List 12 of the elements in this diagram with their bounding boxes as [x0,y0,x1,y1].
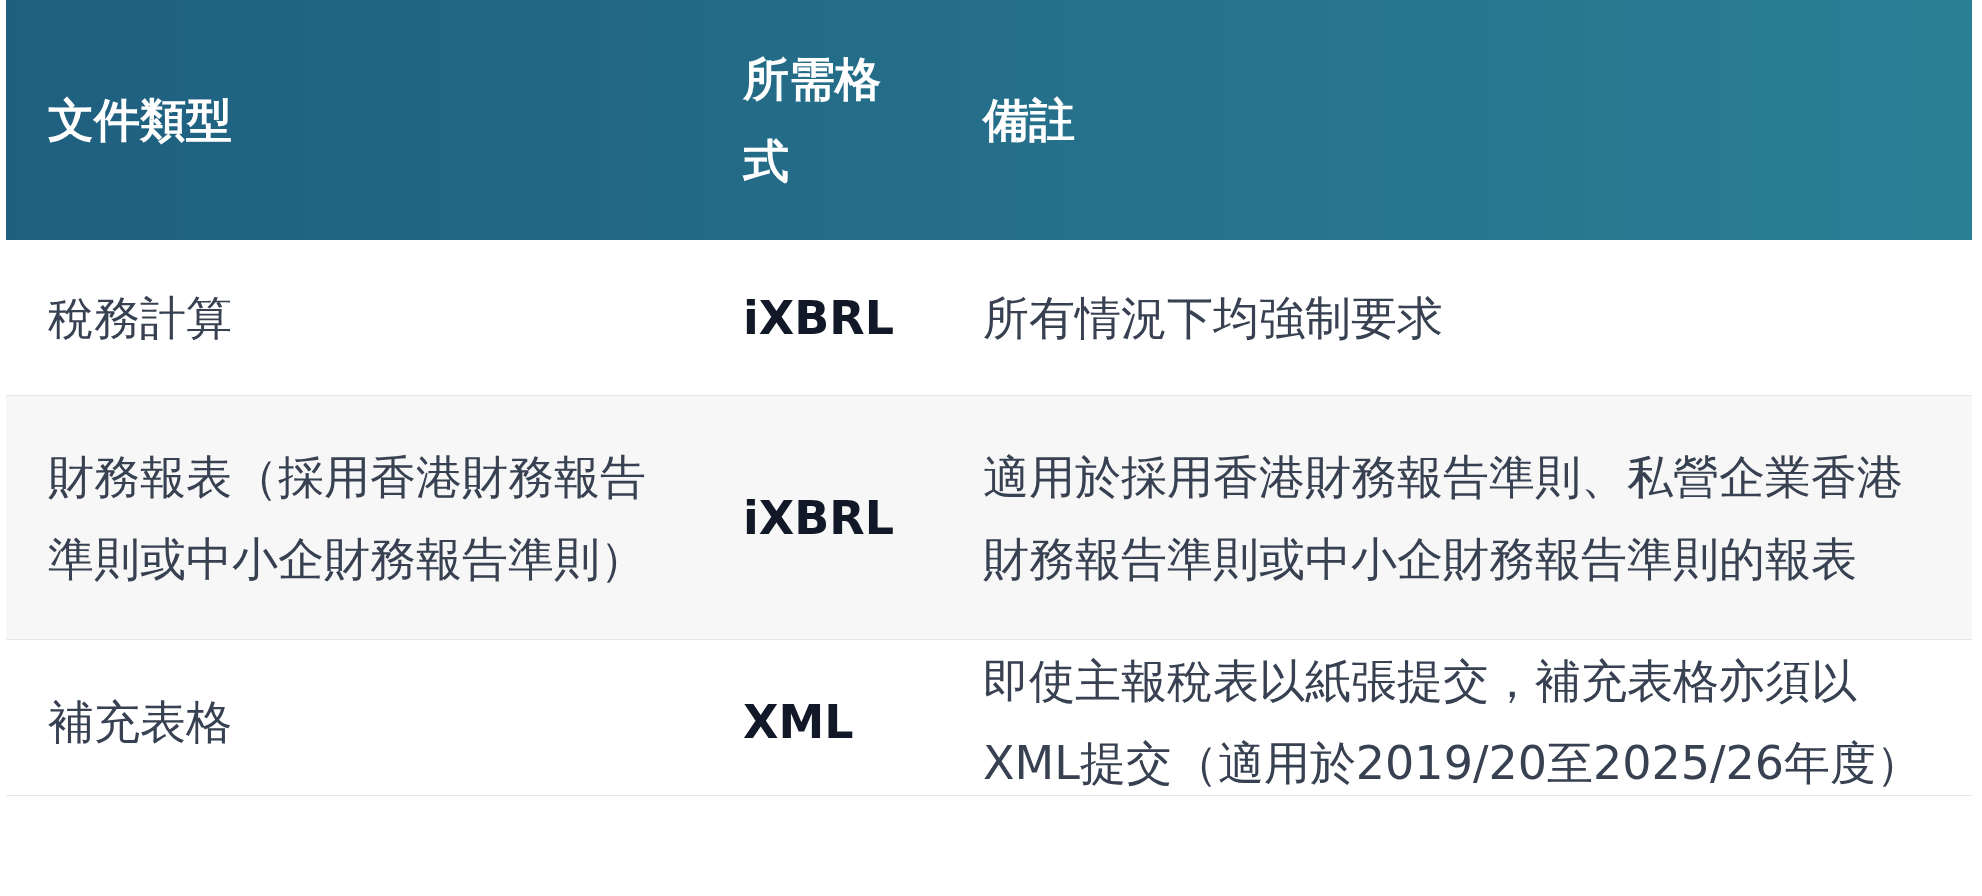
table-cell: XML [743,695,854,749]
table-cell: 補充表格 [48,695,232,749]
column-header: 文件類型 [48,93,232,147]
table-cell: 適用於採用香港財務報告準則、私營企業香港財務報告準則或中小企財務報告準則的報表 [983,449,1903,586]
table-cell: 所有情況下均強制要求 [983,290,1443,345]
table-cell: iXBRL [743,490,895,545]
table-cell: 稅務計算 [48,290,232,345]
column-header: 備註 [983,93,1075,147]
table-cell: 財務報表（採用香港財務報告準則或中小企財務報告準則） [48,449,646,586]
column-header: 所需格式 [743,52,881,188]
table-cell: iXBRL [743,290,895,345]
table-cell: 即使主報稅表以紙張提交，補充表格亦須以XML提交（適用於2019/20至2025/26年度） [983,654,1923,790]
